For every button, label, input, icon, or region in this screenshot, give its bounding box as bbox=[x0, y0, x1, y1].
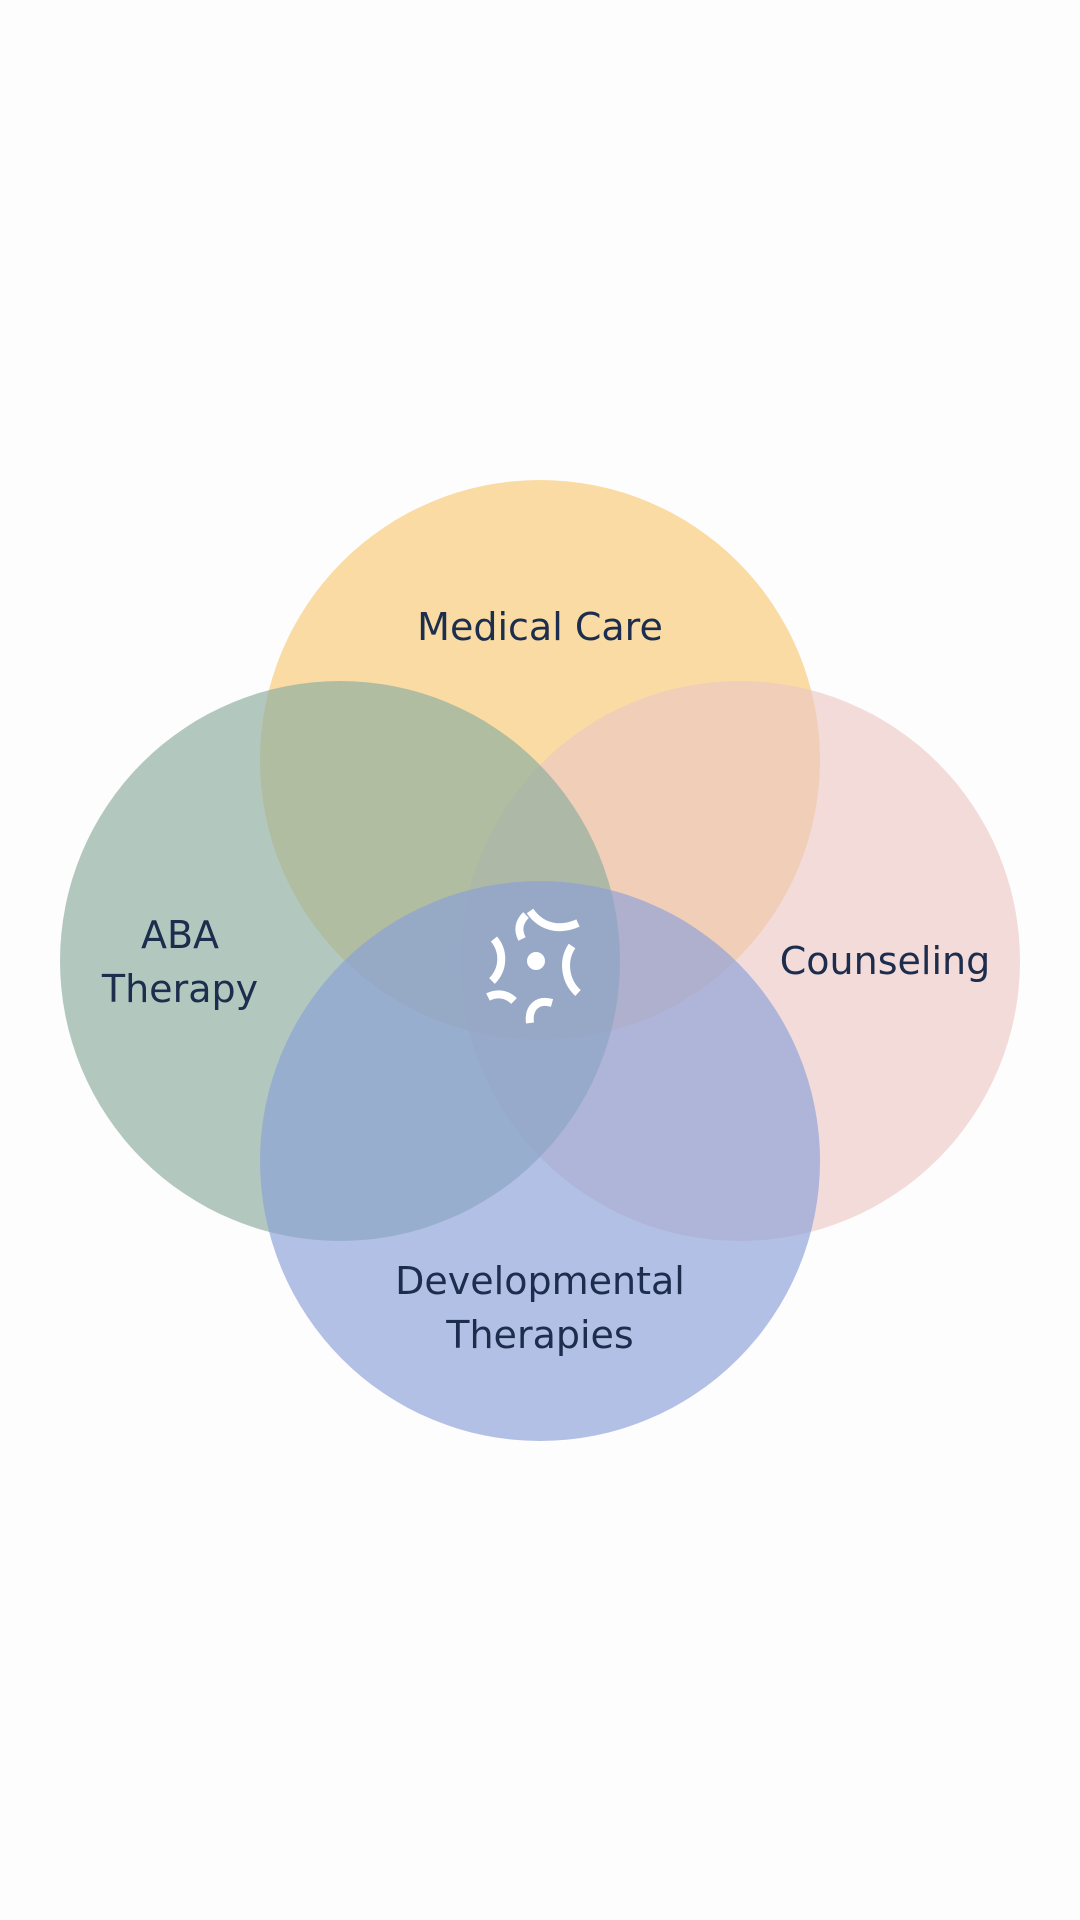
circle-developmental-therapies bbox=[260, 881, 820, 1441]
label-aba-therapy-line-1: ABA bbox=[140, 913, 220, 957]
label-counseling: Counseling bbox=[770, 934, 1000, 988]
label-medical-care-line-1: Medical Care bbox=[417, 605, 663, 649]
label-aba-therapy: ABA Therapy bbox=[60, 908, 300, 1016]
label-developmental-therapies: Developmental Therapies bbox=[340, 1254, 740, 1362]
label-counseling-line-1: Counseling bbox=[779, 939, 991, 983]
label-aba-therapy-line-2: Therapy bbox=[101, 967, 259, 1011]
label-medical-care: Medical Care bbox=[340, 600, 740, 654]
label-developmental-therapies-line-1: Developmental bbox=[395, 1259, 685, 1303]
label-developmental-therapies-line-2: Therapies bbox=[446, 1313, 634, 1357]
brand-logo-icon bbox=[486, 908, 581, 1024]
